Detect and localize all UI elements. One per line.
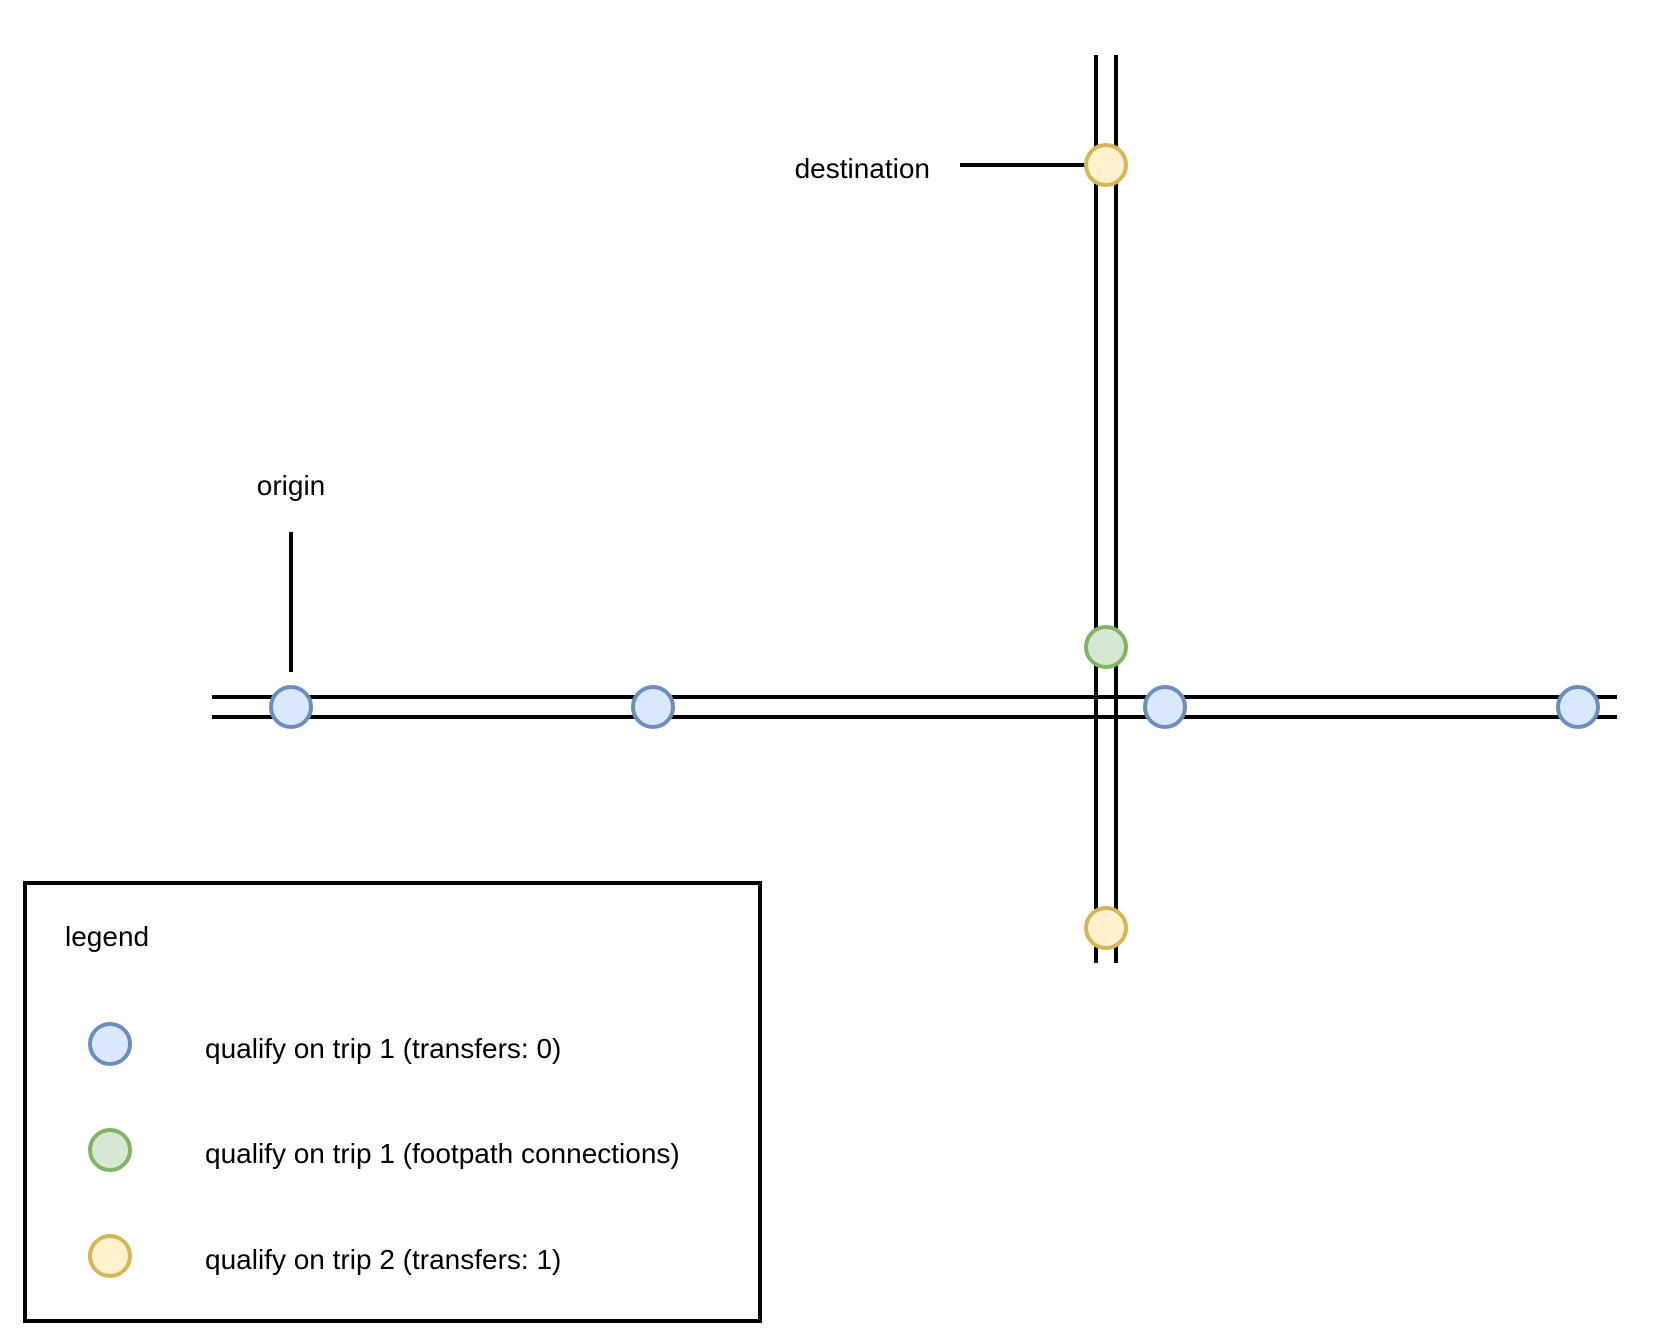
stop-origin — [269, 685, 313, 729]
vertical-route — [1094, 55, 1118, 963]
stop-vertical-bottom — [1084, 906, 1128, 950]
destination-label: destination — [795, 153, 930, 184]
stop-destination — [1084, 143, 1128, 187]
legend-marker-footpath — [88, 1128, 132, 1172]
stop-horizontal-3 — [1143, 685, 1187, 729]
legend-title: legend — [65, 921, 149, 952]
legend-item-label: qualify on trip 2 (transfers: 1) — [205, 1244, 561, 1275]
stop-horizontal-2 — [631, 685, 675, 729]
origin-label: origin — [257, 470, 325, 501]
legend-item-label: qualify on trip 1 (footpath connections) — [205, 1138, 680, 1169]
legend-item-label: qualify on trip 1 (transfers: 0) — [205, 1033, 561, 1064]
stop-horizontal-4 — [1556, 685, 1600, 729]
legend-marker-trip1 — [88, 1022, 132, 1066]
legend: legend qualify on trip 1 (transfers: 0) … — [23, 881, 762, 1323]
horizontal-route — [212, 695, 1617, 719]
legend-box — [23, 881, 762, 1323]
stop-footpath-transfer — [1084, 625, 1128, 669]
legend-marker-trip2 — [88, 1234, 132, 1278]
